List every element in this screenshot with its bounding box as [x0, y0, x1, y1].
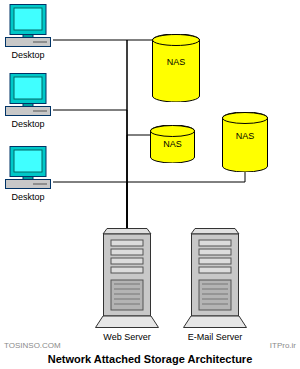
monitor-screen — [14, 150, 42, 172]
desktop-icon — [3, 3, 53, 49]
cylinder-body — [223, 112, 268, 172]
drive-bay — [111, 258, 143, 264]
drive-bay — [199, 267, 231, 273]
server-panel — [111, 280, 143, 310]
server-base — [96, 316, 159, 328]
vent-line — [202, 284, 228, 285]
server-panel — [199, 280, 231, 310]
server-label: E-Mail Server — [188, 332, 243, 343]
desktop-node: Desktop — [3, 145, 53, 203]
vent-line — [202, 289, 228, 290]
cylinder-body — [151, 125, 195, 163]
vent-line — [114, 289, 140, 290]
nas-label: NAS — [163, 139, 182, 150]
nas-node: NAS — [152, 34, 200, 102]
drive-bay — [111, 267, 143, 273]
vent-line — [202, 299, 228, 300]
server-node: E-Mail Server — [183, 228, 247, 328]
vent-line — [114, 304, 140, 305]
cylinder-top — [151, 126, 195, 137]
drive-bay — [111, 249, 143, 255]
diagram-title: Network Attached Storage Architecture — [0, 353, 300, 366]
nas-label: NAS — [236, 131, 255, 142]
vent-line — [114, 294, 140, 295]
network-link — [53, 110, 127, 228]
vent-line — [202, 294, 228, 295]
desktop-label: Desktop — [11, 119, 44, 130]
drive-bay — [199, 249, 231, 255]
cylinder-top — [153, 35, 200, 46]
monitor-screen — [14, 8, 42, 30]
desktop-node: Desktop — [3, 72, 53, 130]
desktop-label: Desktop — [11, 50, 44, 61]
desktop-icon — [3, 72, 53, 118]
nas-node: NAS — [150, 125, 195, 163]
network-link — [53, 182, 127, 228]
watermark: ITPro.ir — [270, 341, 296, 351]
server-top — [191, 229, 239, 235]
nas-cylinder — [222, 112, 268, 172]
network-link — [127, 40, 152, 228]
desktop-base — [6, 107, 51, 116]
server-tower — [95, 228, 159, 328]
watermark: TOSINSO.COM — [4, 341, 61, 351]
drive-bay — [199, 240, 231, 246]
nas-label: NAS — [167, 57, 186, 68]
desktop-base — [6, 38, 51, 47]
network-link — [53, 40, 127, 228]
desktop-base — [6, 180, 51, 189]
vent-line — [114, 284, 140, 285]
monitor-body — [10, 5, 46, 35]
server-base — [184, 316, 247, 328]
nas-cylinder — [152, 34, 200, 102]
drive-bay — [111, 240, 143, 246]
server-body — [104, 234, 151, 316]
cylinder-top — [223, 113, 268, 124]
desktop-label: Desktop — [11, 192, 44, 203]
network-link — [127, 172, 245, 228]
monitor-screen — [14, 77, 42, 99]
vent-line — [202, 304, 228, 305]
nas-node: NAS — [222, 112, 268, 172]
monitor-body — [10, 147, 46, 177]
desktop-node: Desktop — [3, 3, 53, 61]
server-label: Web Server — [103, 332, 150, 343]
vent-line — [114, 299, 140, 300]
server-top — [103, 229, 151, 235]
server-body — [192, 234, 239, 316]
drive-slot — [33, 42, 47, 43]
cylinder-body — [153, 34, 200, 102]
drive-slot — [33, 184, 47, 185]
monitor-body — [10, 74, 46, 104]
desktop-icon — [3, 145, 53, 191]
drive-slot — [33, 111, 47, 112]
server-tower — [183, 228, 247, 328]
server-node: Web Server — [95, 228, 159, 328]
drive-bay — [199, 258, 231, 264]
